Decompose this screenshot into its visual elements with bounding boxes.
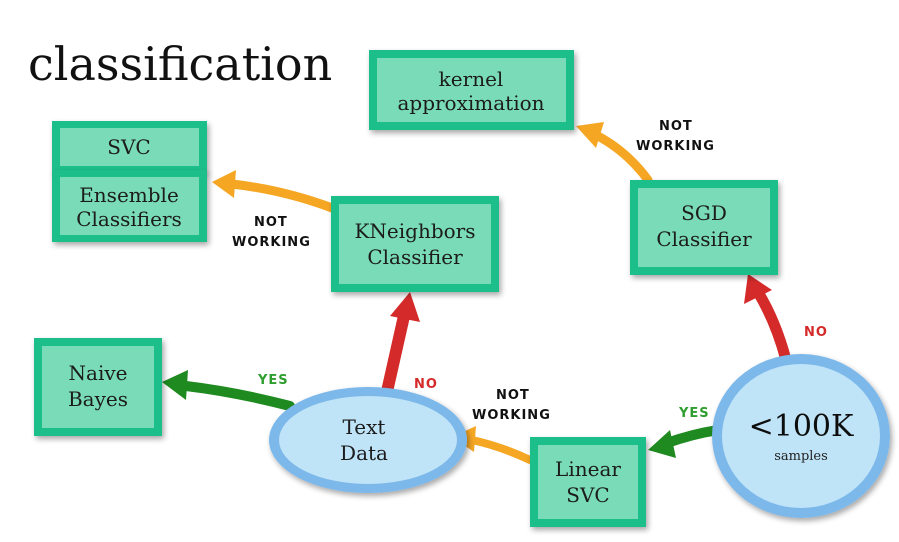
node-label: Classifier bbox=[656, 227, 752, 251]
label-not-working-kneighbors-2: WORKING bbox=[232, 235, 311, 250]
label-no-text-data: NO bbox=[414, 377, 438, 392]
arrow-kneighbors-to-ensemble bbox=[212, 170, 337, 213]
node-label: Naive bbox=[69, 361, 128, 385]
node-label: Ensemble bbox=[79, 183, 179, 207]
diagram-title: classification bbox=[28, 37, 332, 91]
node-label: Text bbox=[343, 415, 386, 439]
arrow-samples-to-linear-svc bbox=[648, 425, 723, 458]
node-label: Classifiers bbox=[76, 207, 182, 231]
node-sgd-classifier: SGD Classifier bbox=[630, 180, 778, 275]
node-label: approximation bbox=[397, 91, 544, 115]
node-samples: <100K samples bbox=[712, 354, 890, 518]
label-not-working-sgd-2: WORKING bbox=[636, 139, 715, 154]
label-not-working-linear-1: NOT bbox=[496, 388, 530, 403]
node-label: Classifier bbox=[367, 245, 463, 269]
arrow-samples-to-sgd bbox=[744, 274, 792, 366]
arrow-sgd-to-kernel bbox=[576, 122, 653, 185]
node-naive-bayes: Naive Bayes bbox=[34, 338, 162, 436]
node-label: Data bbox=[340, 441, 388, 465]
node-label: <100K bbox=[749, 409, 854, 444]
node-ensemble-classifiers: Ensemble Classifiers bbox=[52, 170, 207, 242]
label-yes-text-data: YES bbox=[257, 373, 289, 388]
node-label: samples bbox=[774, 449, 828, 464]
node-svc: SVC bbox=[52, 121, 207, 173]
label-not-working-sgd-1: NOT bbox=[659, 119, 693, 134]
label-yes-samples: YES bbox=[678, 406, 710, 421]
node-text-data: Text Data bbox=[269, 387, 467, 493]
node-linear-svc: Linear SVC bbox=[530, 437, 646, 527]
node-label: SGD bbox=[681, 201, 727, 225]
node-kneighbors-classifier: KNeighbors Classifier bbox=[331, 196, 499, 292]
label-no-samples: NO bbox=[804, 325, 828, 340]
arrow-text-data-to-kneighbors bbox=[380, 292, 420, 402]
label-not-working-linear-2: WORKING bbox=[472, 408, 551, 423]
node-kernel-approximation: kernel approximation bbox=[369, 50, 574, 130]
label-not-working-kneighbors-1: NOT bbox=[254, 215, 288, 230]
node-label: SVC bbox=[566, 483, 609, 507]
arrow-text-data-to-naive-bayes bbox=[162, 370, 295, 411]
node-label: Bayes bbox=[68, 387, 128, 411]
node-label: SVC bbox=[107, 135, 150, 159]
node-label: Linear bbox=[555, 457, 621, 481]
node-label: KNeighbors bbox=[354, 219, 475, 243]
node-label: kernel bbox=[439, 67, 504, 91]
